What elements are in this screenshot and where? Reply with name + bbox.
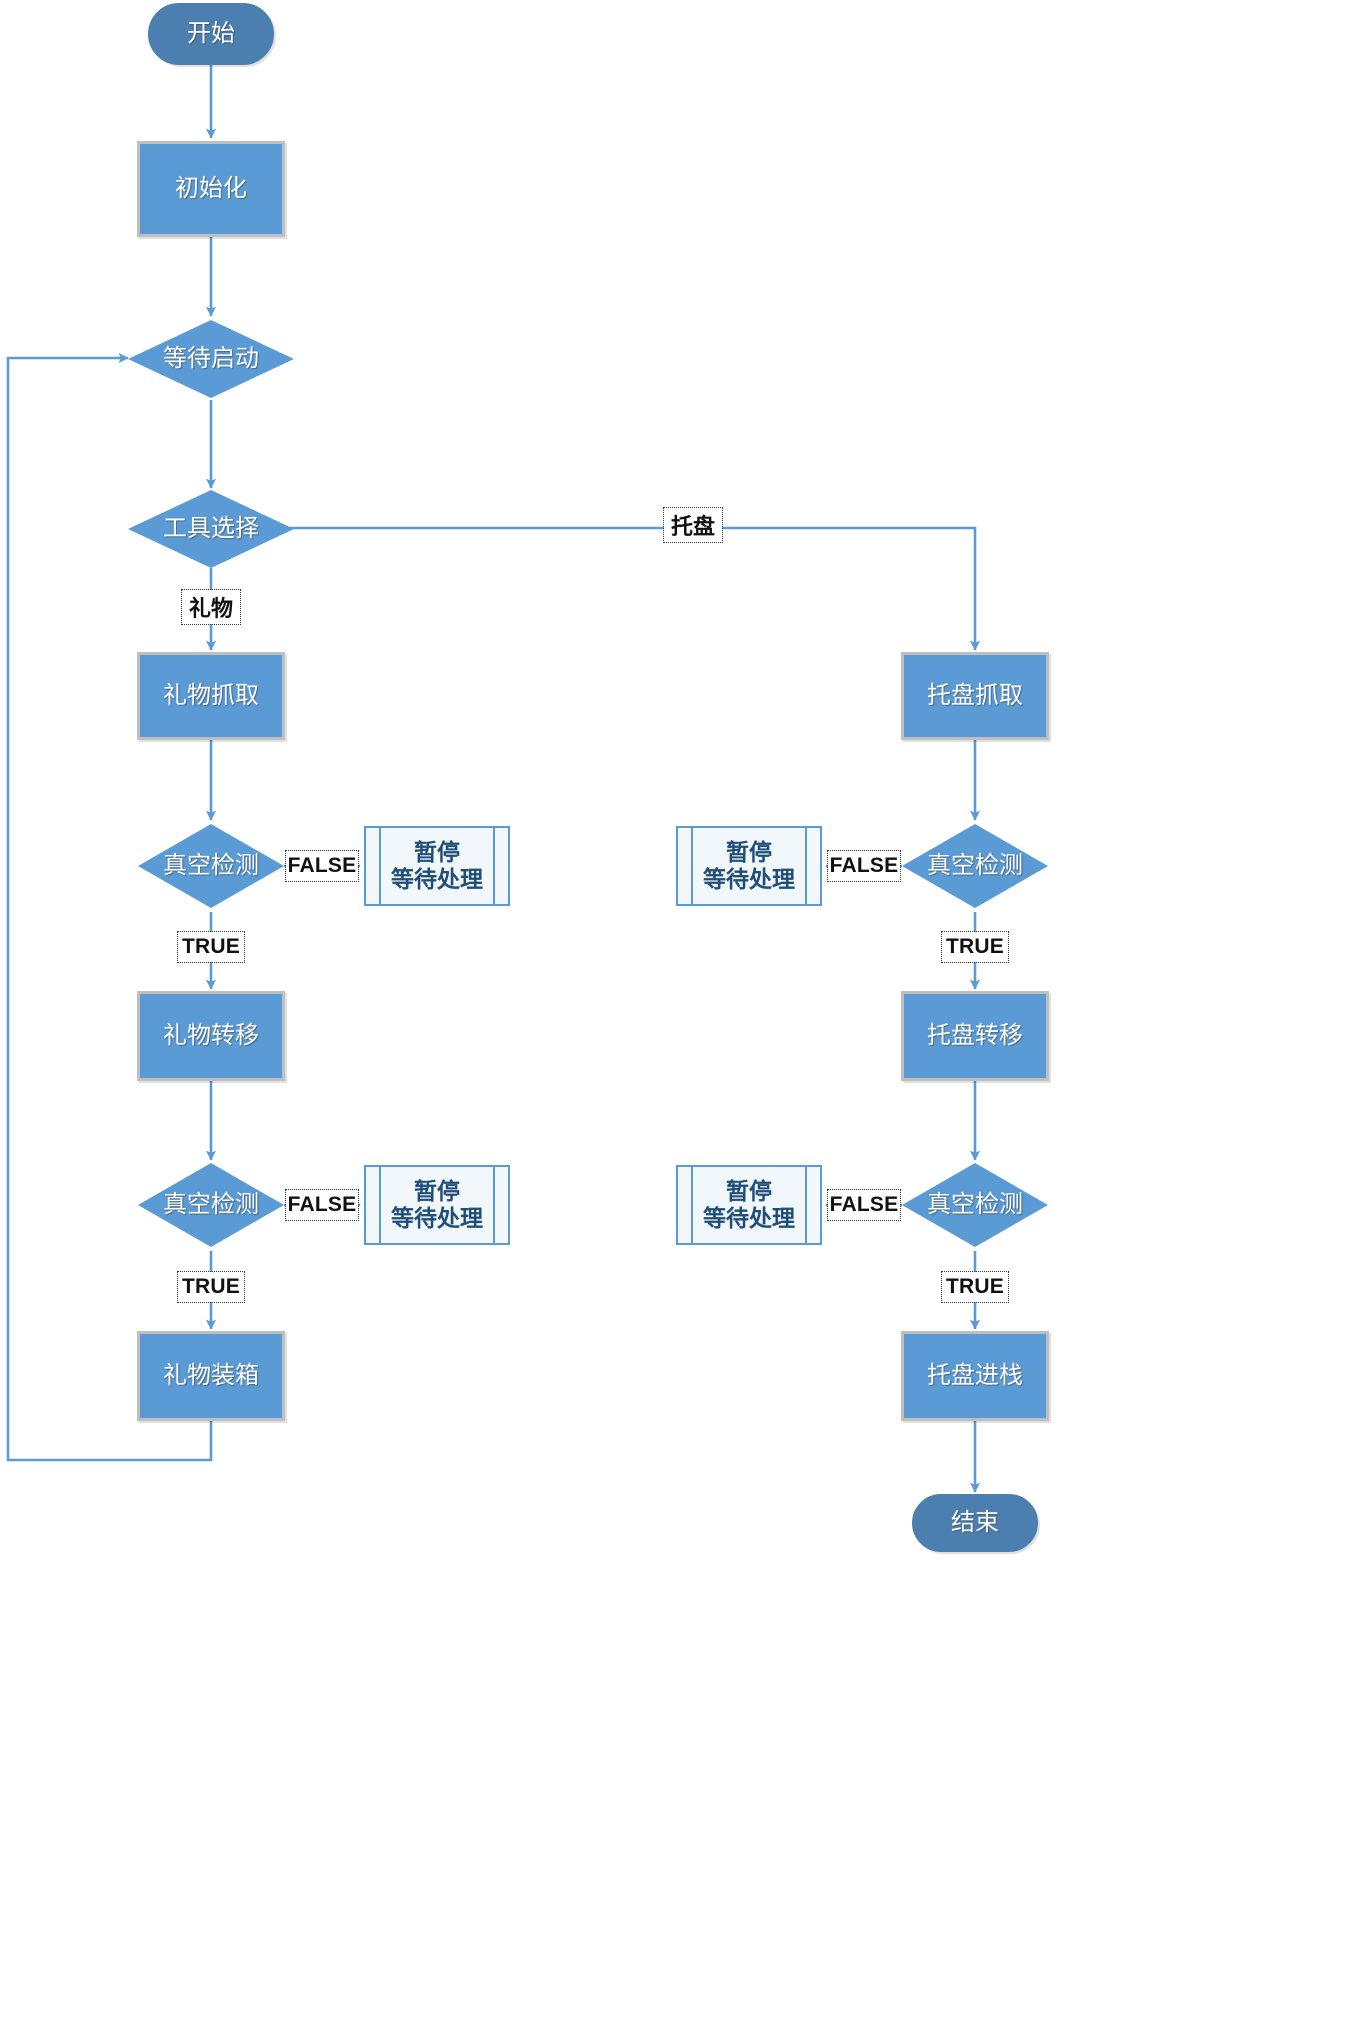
node-tray-pause-2[interactable]: 暂停 等待处理 — [676, 1165, 822, 1245]
node-tray-vacuum-1[interactable]: 真空检测 — [902, 824, 1048, 908]
node-tray-pause-2-label: 暂停 等待处理 — [703, 1177, 795, 1231]
node-tray-vacuum-2[interactable]: 真空检测 — [902, 1163, 1048, 1247]
node-gift-pause-1[interactable]: 暂停 等待处理 — [364, 826, 510, 906]
node-gift-box[interactable]: 礼物装箱 — [137, 1331, 285, 1421]
node-tray-pause-1[interactable]: 暂停 等待处理 — [676, 826, 822, 906]
edge-label-tray-vac2-true-text: TRUE — [946, 1275, 1004, 1298]
edge-label-tray-vac1-false: FALSE — [827, 850, 901, 882]
edge-label-tray-branch: 托盘 — [663, 507, 723, 543]
node-end[interactable]: 结束 — [912, 1494, 1038, 1552]
edge-label-tray-vac1-true: TRUE — [941, 931, 1009, 963]
node-start[interactable]: 开始 — [148, 3, 274, 65]
node-gift-vacuum-2[interactable]: 真空检测 — [138, 1163, 284, 1247]
node-gift-pause-1-label: 暂停 等待处理 — [391, 838, 483, 892]
node-end-label: 结束 — [951, 1508, 999, 1536]
node-tray-stack[interactable]: 托盘进栈 — [901, 1331, 1049, 1421]
edge-label-gift-vac2-true-text: TRUE — [182, 1275, 240, 1298]
edge-label-gift-vac1-false-text: FALSE — [287, 854, 357, 877]
node-wait-start[interactable]: 等待启动 — [128, 320, 294, 398]
node-wait-start-label: 等待启动 — [163, 344, 259, 372]
edge-label-gift-vac1-false: FALSE — [285, 850, 359, 882]
node-gift-pick-label: 礼物抓取 — [163, 681, 259, 709]
node-gift-vacuum-1-label: 真空检测 — [163, 851, 259, 879]
node-tray-pause-1-label: 暂停 等待处理 — [703, 838, 795, 892]
node-tray-move[interactable]: 托盘转移 — [901, 991, 1049, 1081]
node-gift-vacuum-2-label: 真空检测 — [163, 1190, 259, 1218]
node-gift-pause-2[interactable]: 暂停 等待处理 — [364, 1165, 510, 1245]
node-gift-box-label: 礼物装箱 — [163, 1361, 259, 1389]
node-tool-select-label: 工具选择 — [163, 514, 259, 542]
edge-label-tray-vac1-false-text: FALSE — [829, 854, 899, 877]
node-init[interactable]: 初始化 — [137, 141, 285, 237]
edge-giftbox-waitloop — [6, 352, 213, 1462]
node-tray-vacuum-1-label: 真空检测 — [927, 851, 1023, 879]
edge-label-tray-vac2-false-text: FALSE — [829, 1193, 899, 1216]
node-tray-move-label: 托盘转移 — [927, 1021, 1023, 1049]
node-tray-pick-label: 托盘抓取 — [927, 681, 1023, 709]
edge-label-tray-vac2-true: TRUE — [941, 1271, 1009, 1303]
edge-label-gift-vac2-false-text: FALSE — [287, 1193, 357, 1216]
node-gift-move[interactable]: 礼物转移 — [137, 991, 285, 1081]
node-tool-select[interactable]: 工具选择 — [128, 490, 294, 568]
node-init-label: 初始化 — [175, 174, 247, 202]
node-tray-pick[interactable]: 托盘抓取 — [901, 652, 1049, 740]
edge-label-gift-vac2-true: TRUE — [177, 1271, 245, 1303]
node-gift-vacuum-1[interactable]: 真空检测 — [138, 824, 284, 908]
node-tray-vacuum-2-label: 真空检测 — [927, 1190, 1023, 1218]
node-tray-stack-label: 托盘进栈 — [927, 1361, 1023, 1389]
edge-label-gift-vac1-true: TRUE — [177, 931, 245, 963]
edge-label-gift-branch-text: 礼物 — [188, 596, 233, 621]
edge-label-gift-vac2-false: FALSE — [285, 1189, 359, 1221]
edge-label-tray-vac1-true-text: TRUE — [946, 935, 1004, 958]
node-gift-pause-2-label: 暂停 等待处理 — [391, 1177, 483, 1231]
node-gift-pick[interactable]: 礼物抓取 — [137, 652, 285, 740]
edge-label-tray-vac2-false: FALSE — [827, 1189, 901, 1221]
edge-tool-traypick — [290, 526, 981, 651]
edge-label-tray-branch-text: 托盘 — [670, 514, 715, 539]
edge-label-gift-vac1-true-text: TRUE — [182, 935, 240, 958]
edge-label-gift-branch: 礼物 — [181, 589, 241, 625]
node-gift-move-label: 礼物转移 — [163, 1021, 259, 1049]
node-start-label: 开始 — [187, 19, 235, 47]
